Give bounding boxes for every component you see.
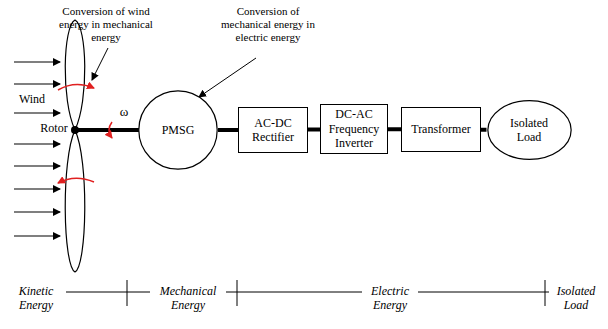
node-text-group: Isolated Load	[500, 116, 558, 145]
node-text-group: AC-DC Rectifier	[239, 116, 307, 145]
power-link	[388, 127, 401, 131]
node-text-group: Transformer	[407, 122, 475, 136]
node-text-group: PMSG	[158, 123, 199, 137]
node-label: Isolated Load	[504, 116, 554, 145]
node-label: PMSG	[162, 123, 195, 137]
load-ellipse: Isolated Load	[487, 100, 572, 160]
rotor-hub	[71, 126, 79, 134]
stage-label: Kinetic Energy	[8, 284, 64, 313]
node-text-group: DC-AC Frequency Inverter	[321, 107, 387, 150]
power-link	[481, 128, 487, 132]
rotor-blades	[65, 20, 85, 272]
node-label: DC-AC Frequency Inverter	[325, 107, 383, 150]
transformer-box: Transformer	[401, 107, 481, 152]
wind-arrows	[14, 62, 60, 236]
node-label: AC-DC Rectifier	[243, 116, 303, 145]
inverter-box: DC-AC Frequency Inverter	[320, 104, 388, 154]
rectifier-box: AC-DC Rectifier	[238, 107, 308, 153]
power-link	[308, 128, 320, 132]
rotor-shaft	[75, 128, 140, 132]
wind-label: Wind	[19, 92, 45, 106]
callout-text: Conversion of mechanical energy in elect…	[220, 5, 316, 45]
energy-stage-scale	[66, 280, 550, 306]
callout-leaders	[92, 48, 256, 97]
stage-label: Electric Energy	[362, 284, 418, 313]
stage-label: Isolated Load	[549, 284, 603, 313]
angular-speed-symbol: ω	[120, 104, 129, 120]
power-link	[218, 128, 238, 132]
callout-text: Conversion of wind energy in mechanical …	[58, 5, 154, 45]
node-label: Transformer	[411, 122, 471, 136]
generator-circle: PMSG	[138, 90, 218, 170]
rotor-label: Rotor	[40, 121, 67, 135]
stage-label: Mechanical Energy	[150, 284, 226, 313]
